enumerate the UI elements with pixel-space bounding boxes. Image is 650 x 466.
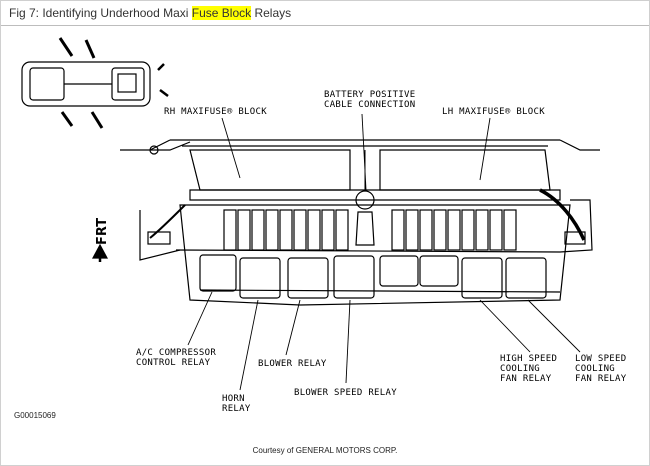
title-prefix: Fig 7: Identifying Underhood Maxi bbox=[9, 6, 192, 20]
leader-lines bbox=[187, 113, 581, 391]
frt-label: FRT bbox=[95, 218, 110, 245]
courtesy-note: Courtesy of GENERAL MOTORS CORP. bbox=[253, 446, 398, 455]
wiring-harness bbox=[149, 188, 586, 241]
figure-id: G00015069 bbox=[14, 411, 56, 420]
lh-maxifuse-label: LH MAXIFUSE® BLOCK bbox=[442, 107, 545, 117]
front-direction-indicator: FRT bbox=[91, 218, 110, 262]
battery-label-line1: BATTERY POSITIVE bbox=[324, 90, 416, 100]
low-speed-fan-label-line3: FAN RELAY bbox=[575, 374, 627, 384]
lh-fuse-row bbox=[391, 209, 517, 251]
horn-relay-label-line2: RELAY bbox=[222, 404, 251, 414]
blower-speed-relay-label: BLOWER SPEED RELAY bbox=[294, 388, 397, 398]
battery-cable-stud bbox=[355, 150, 375, 246]
figure-title-bar: Fig 7: Identifying Underhood Maxi Fuse B… bbox=[0, 0, 650, 26]
horn-relay-label-line1: HORN bbox=[222, 394, 245, 404]
rh-maxifuse-label: RH MAXIFUSE® BLOCK bbox=[164, 107, 267, 117]
battery-label-line2: CABLE CONNECTION bbox=[324, 100, 416, 110]
vehicle-locator-icon bbox=[21, 37, 169, 129]
high-speed-fan-label-line3: FAN RELAY bbox=[500, 374, 552, 384]
relay-row bbox=[199, 254, 547, 299]
title-suffix: Relays bbox=[251, 6, 292, 20]
low-speed-fan-label-line2: COOLING bbox=[575, 364, 615, 374]
figure-title: Fig 7: Identifying Underhood Maxi Fuse B… bbox=[9, 6, 291, 20]
low-speed-fan-label-line1: LOW SPEED bbox=[575, 354, 626, 364]
title-highlight: Fuse Block bbox=[191, 6, 252, 20]
high-speed-fan-label-line1: HIGH SPEED bbox=[500, 354, 557, 364]
high-speed-fan-label-line2: COOLING bbox=[500, 364, 540, 374]
rh-fuse-row bbox=[223, 209, 349, 251]
blower-relay-label: BLOWER RELAY bbox=[258, 359, 327, 369]
ac-relay-label-line1: A/C COMPRESSOR bbox=[136, 348, 216, 358]
ac-relay-label-line2: CONTROL RELAY bbox=[136, 358, 211, 368]
